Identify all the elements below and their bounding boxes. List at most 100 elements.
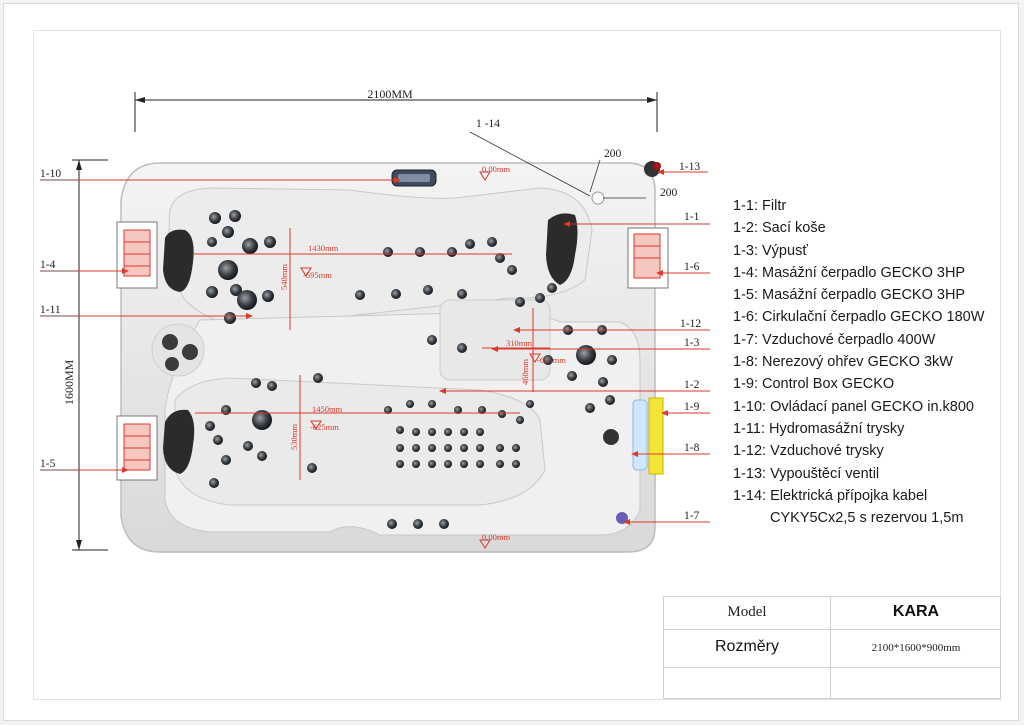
jet [428, 444, 436, 452]
pump-1-6 [627, 227, 669, 289]
title-block-divider [664, 667, 1000, 668]
jet [454, 406, 462, 414]
model-value: KARA [892, 603, 940, 620]
drawing-frame [33, 30, 1001, 700]
component-legend: 1-1: Filtr 1-2: Sací koše 1-3: Výpusť 1-… [733, 195, 984, 529]
top-level-label: 0.00mm [482, 164, 510, 174]
jet [607, 355, 617, 365]
jet [423, 285, 433, 295]
jet [415, 247, 425, 257]
jet [460, 460, 468, 468]
legend-item: 1-1: Filtr [733, 198, 787, 214]
jet [444, 428, 452, 436]
jet [412, 444, 420, 452]
legend-item-continuation: CYKY5Cx2,5 s rezervou 1,5m [770, 510, 964, 527]
jet [264, 236, 276, 248]
air-pump [616, 512, 628, 524]
jet [391, 289, 401, 299]
drain-fitting [603, 429, 619, 445]
jet [457, 289, 467, 299]
jet [209, 478, 219, 488]
legend-item: 1-5: Masážní čerpadlo GECKO 3HP [733, 287, 966, 304]
upper-width-label: 540mm [279, 264, 289, 290]
legend-item: 1-8: Nerezový ohřev GECKO 3kW [733, 354, 953, 371]
upper-depth-label: -595mm [303, 270, 332, 280]
width-dimension [134, 92, 658, 132]
step-area [439, 299, 551, 381]
callout-1-2: 1-2 [684, 379, 700, 391]
jet [222, 226, 234, 238]
jet [384, 406, 392, 414]
spa-tub [116, 161, 669, 553]
legend-item: 1-3: Výpusť [733, 242, 808, 259]
jet [526, 400, 534, 408]
jet [406, 400, 414, 408]
callout-1-3: 1-3 [684, 337, 700, 349]
jet [205, 421, 215, 431]
lower-lounge [174, 377, 546, 506]
jet [383, 247, 393, 257]
jet [495, 253, 505, 263]
lower-width-label: 530mm [289, 424, 299, 450]
lower-length-label: 1450mm [312, 404, 343, 414]
lower-depth-label: -625mm [310, 422, 339, 432]
title-block: Model KARA Rozměry 2100*1600*900mm [663, 596, 1001, 699]
jet [507, 265, 517, 275]
jet [262, 290, 274, 302]
jet [476, 460, 484, 468]
jet [206, 286, 218, 298]
legend-item: 1-10: Ovládací panel GECKO in.k800 [733, 398, 974, 415]
jet [515, 297, 525, 307]
jet [413, 519, 423, 529]
callout-1-4: 1-4 [40, 259, 56, 271]
jet [230, 284, 242, 296]
clearance-top: 200 [604, 148, 622, 160]
callout-1-8: 1-8 [684, 442, 700, 454]
jet [598, 377, 608, 387]
jet [605, 395, 615, 405]
legend-item: 1-14: Elektrická přípojka kabel [733, 487, 928, 504]
jet [412, 460, 420, 468]
leader-underlines [40, 179, 78, 471]
cup-holder-jet [165, 357, 179, 371]
jet [444, 460, 452, 468]
jet [585, 403, 595, 413]
jet [257, 451, 267, 461]
legend-item: 1-12: Vzduchové trysky [733, 443, 884, 460]
jet [487, 237, 497, 247]
jet [355, 290, 365, 300]
lower-pillow [163, 409, 195, 474]
jet [428, 428, 436, 436]
upper-length-label: 1430mm [308, 243, 339, 253]
callout-1-13: 1-13 [679, 161, 700, 173]
jet [251, 378, 261, 388]
callout-1-6: 1-6 [684, 261, 700, 273]
size-value: 2100*1600*900mm [871, 642, 961, 654]
leader-lines [40, 169, 710, 525]
jet [221, 455, 231, 465]
jet [460, 444, 468, 452]
cup-holder-jet [182, 344, 198, 360]
jet [412, 428, 420, 436]
jet [516, 416, 524, 424]
jet [498, 410, 506, 418]
jet [396, 426, 404, 434]
legend-item: 1-9: Control Box GECKO [733, 376, 895, 393]
title-block-divider [664, 629, 1000, 630]
jet [267, 381, 277, 391]
legend-item: 1-4: Masážní čerpadlo GECKO 3HP [733, 264, 966, 281]
corner-pillow [546, 213, 578, 285]
jet [439, 519, 449, 529]
size-label: Rozměry [714, 638, 779, 655]
jet [460, 428, 468, 436]
upper-seat-well [168, 187, 593, 329]
jet [457, 343, 467, 353]
jet [313, 373, 323, 383]
callout-1-1: 1-1 [684, 211, 700, 223]
jet [307, 463, 317, 473]
center-depth-label: -625mm [537, 355, 566, 365]
jet [444, 444, 452, 452]
jet [496, 444, 504, 452]
jet [543, 355, 553, 365]
